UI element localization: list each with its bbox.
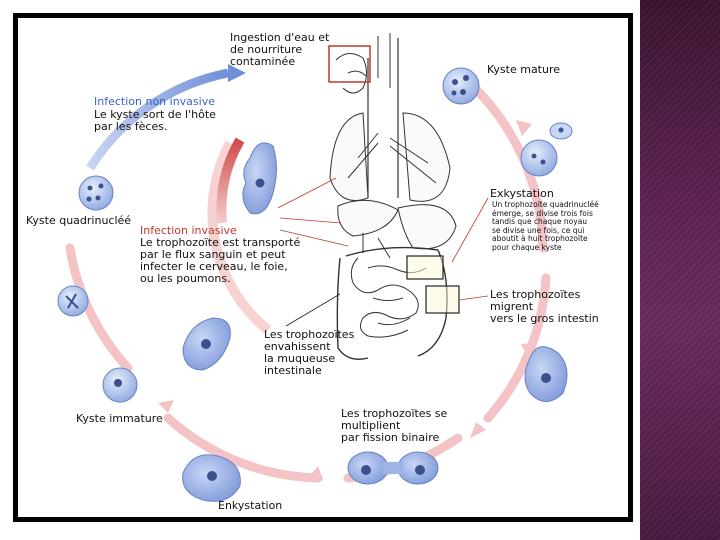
excysting-cyst — [520, 122, 573, 177]
pancreas-duct — [362, 233, 391, 259]
mouth-outline — [335, 53, 367, 94]
life-cycle-diagram — [57, 33, 573, 502]
arrowhead-1 — [516, 120, 532, 136]
pointer-migrate — [458, 295, 489, 301]
arrowhead-3 — [470, 422, 486, 438]
arrowhead-5 — [158, 400, 174, 413]
pointer-organ — [279, 217, 342, 224]
arrowhead-2 — [521, 343, 536, 358]
encystation-cell — [182, 454, 241, 502]
quadrinucleate-cyst — [78, 175, 114, 211]
mouth-highlight-box — [328, 45, 371, 83]
pointer-exkystation — [451, 197, 489, 263]
decorative-side-band — [640, 0, 720, 540]
digestive-system — [329, 33, 457, 360]
trophozoite-invading — [182, 317, 231, 371]
large-intestine-box — [425, 285, 460, 314]
small-intestine-1 — [350, 257, 419, 338]
liver — [337, 199, 399, 237]
bronchi — [347, 132, 437, 184]
pointer-invade — [285, 293, 341, 327]
lung-left — [329, 112, 369, 201]
trophozoite-right — [524, 346, 568, 402]
trachea — [377, 33, 391, 88]
label-exkystation-title: Exkystation — [490, 187, 554, 200]
cycle-arc-bottom — [163, 413, 323, 483]
invasive-inner-ring — [207, 140, 272, 334]
trophozoite-invasive — [242, 142, 277, 215]
tongue — [347, 70, 367, 77]
cycle-arc-left — [65, 243, 133, 373]
label-kyste-immature: Kyste immature — [76, 412, 163, 425]
arrowhead-4 — [308, 466, 323, 480]
colon-transverse — [345, 246, 439, 257]
stomach — [397, 204, 457, 250]
label-enkystation: Enkystation — [218, 499, 283, 512]
colon-left — [336, 257, 369, 360]
immature-cyst — [102, 367, 138, 403]
small-intestine-box — [406, 255, 444, 280]
label-kyste-quadrinuclee: Kyste quadrinucléé — [26, 214, 132, 227]
mature-cyst — [442, 67, 480, 105]
pointer-brain — [279, 229, 349, 247]
invasive-arrow — [216, 137, 245, 224]
pointer-lines — [277, 177, 489, 301]
trophozoite-left — [57, 285, 89, 317]
lung-right — [402, 112, 451, 202]
binary-fission — [347, 451, 439, 485]
non-invasive-arrow — [86, 68, 229, 171]
label-infection-non-invasive-title: Infection non invasive — [94, 95, 215, 108]
label-infection-invasive-title: Infection invasive — [140, 224, 237, 237]
pointer-liver — [277, 177, 337, 209]
label-kyste-mature: Kyste mature — [487, 63, 561, 76]
non-invasive-arrowhead — [228, 64, 246, 82]
cycle-arrowheads — [158, 120, 536, 480]
